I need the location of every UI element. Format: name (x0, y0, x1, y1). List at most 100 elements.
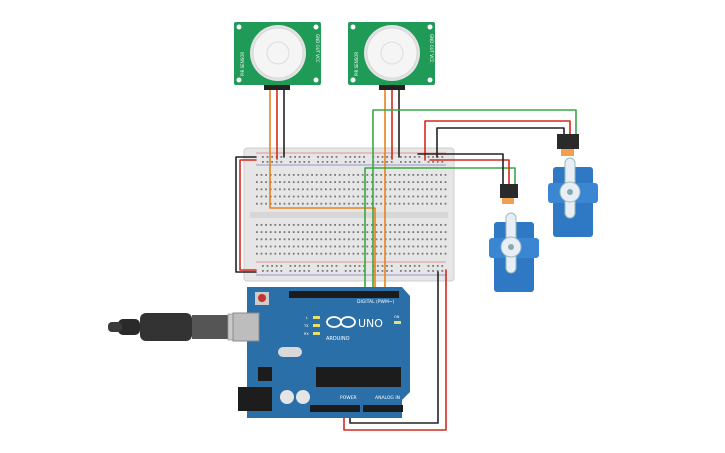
breadboard-hole (380, 245, 382, 248)
breadboard-hole (407, 231, 410, 233)
breadboard-hole (403, 188, 405, 191)
breadboard-hole (444, 252, 447, 255)
breadboard-hole (335, 161, 338, 163)
breadboard-hole (417, 252, 419, 255)
breadboard-hole (430, 238, 433, 241)
breadboard-hole (435, 195, 438, 198)
breadboard-hole (380, 252, 382, 255)
breadboard-hole (311, 202, 313, 205)
digital-pins-label: DIGITAL (PWM~) (357, 299, 395, 305)
breadboard-hole (421, 195, 424, 198)
breadboard-hole (280, 265, 283, 267)
breadboard-hole (303, 270, 306, 272)
breadboard-hole (389, 202, 392, 205)
breadboard-hole (275, 161, 278, 163)
breadboard-hole (325, 188, 327, 191)
breadboard-hole (361, 245, 364, 248)
breadboard-hole (335, 265, 338, 267)
breadboard-hole (432, 265, 434, 267)
breadboard-hole (311, 252, 313, 255)
breadboard-hole (325, 252, 327, 255)
breadboard-hole (334, 245, 336, 248)
pir-pin-labels: GND OUT VCC (315, 34, 320, 63)
breadboard-hole (260, 238, 263, 241)
breadboard-hole (426, 224, 428, 226)
breadboard-hole (262, 156, 264, 158)
breadboard-hole (352, 238, 355, 241)
breadboard-hole (403, 181, 405, 183)
breadboard-hole (325, 231, 327, 233)
breadboard-hole (403, 231, 405, 233)
breadboard-hole (357, 231, 359, 233)
breadboard-hole (308, 161, 310, 163)
breadboard-hole (338, 224, 341, 226)
breadboard-hole (317, 265, 319, 267)
board-model-label: UNO (358, 317, 383, 330)
breadboard-hole (297, 224, 300, 226)
breadboard-hole (407, 181, 410, 183)
breadboard-hole (298, 265, 301, 267)
breadboard-hole (297, 174, 300, 176)
breadboard-hole (302, 252, 304, 255)
breadboard-hole (343, 181, 346, 183)
breadboard-hole (361, 231, 364, 233)
breadboard-hole (358, 161, 361, 163)
breadboard-hole (407, 238, 410, 241)
breadboard-hole (427, 270, 430, 272)
breadboard-hole (440, 181, 442, 183)
breadboard-hole (398, 174, 401, 176)
breadboard-hole (331, 161, 333, 163)
breadboard-hole (326, 156, 329, 158)
breadboard-hole (298, 161, 301, 163)
breadboard-hole (361, 174, 364, 176)
breadboard-hole (403, 252, 405, 255)
breadboard-hole (421, 231, 424, 233)
breadboard-hole (343, 195, 346, 198)
breadboard-hole (407, 252, 410, 255)
breadboard-hole (375, 245, 378, 248)
breadboard-hole (403, 202, 405, 205)
breadboard-hole (260, 195, 263, 198)
breadboard-hole (274, 252, 277, 255)
breadboard-hole (292, 238, 295, 241)
breadboard-hole (288, 195, 290, 198)
breadboard-hole (389, 238, 392, 241)
breadboard-hole (375, 231, 378, 233)
breadboard-hole (407, 202, 410, 205)
breadboard-hole (260, 231, 263, 233)
breadboard-hole (426, 195, 428, 198)
board-brand-label: ARDUINO (326, 336, 350, 342)
breadboard-hole (317, 156, 319, 158)
breadboard-hole (440, 202, 442, 205)
breadboard-hole (349, 161, 352, 163)
breadboard-hole (269, 238, 272, 241)
breadboard-hole (352, 252, 355, 255)
breadboard-hole (413, 161, 416, 163)
breadboard-hole (426, 238, 428, 241)
breadboard-hole (288, 188, 290, 191)
breadboard-hole (358, 265, 361, 267)
breadboard-hole (321, 270, 324, 272)
breadboard-hole (331, 265, 333, 267)
breadboard-hole (275, 265, 278, 267)
breadboard-hole (398, 231, 401, 233)
breadboard-hole (348, 224, 350, 226)
breadboard-hole (430, 245, 433, 248)
breadboard-hole (274, 181, 277, 183)
breadboard-hole (352, 224, 355, 226)
breadboard-hole (315, 224, 318, 226)
breadboard-hole (441, 270, 444, 272)
breadboard-hole (266, 161, 269, 163)
breadboard-hole (352, 181, 355, 183)
breadboard-hole (344, 270, 347, 272)
breadboard-hole (389, 245, 392, 248)
breadboard-hole (334, 195, 336, 198)
breadboard-hole (279, 181, 281, 183)
breadboard-hole (390, 270, 393, 272)
breadboard-hole (260, 202, 263, 205)
breadboard-hole (377, 161, 379, 163)
breadboard-hole (308, 156, 310, 158)
breadboard-hole (271, 265, 273, 267)
breadboard-hole (380, 188, 382, 191)
breadboard-hole (321, 161, 324, 163)
